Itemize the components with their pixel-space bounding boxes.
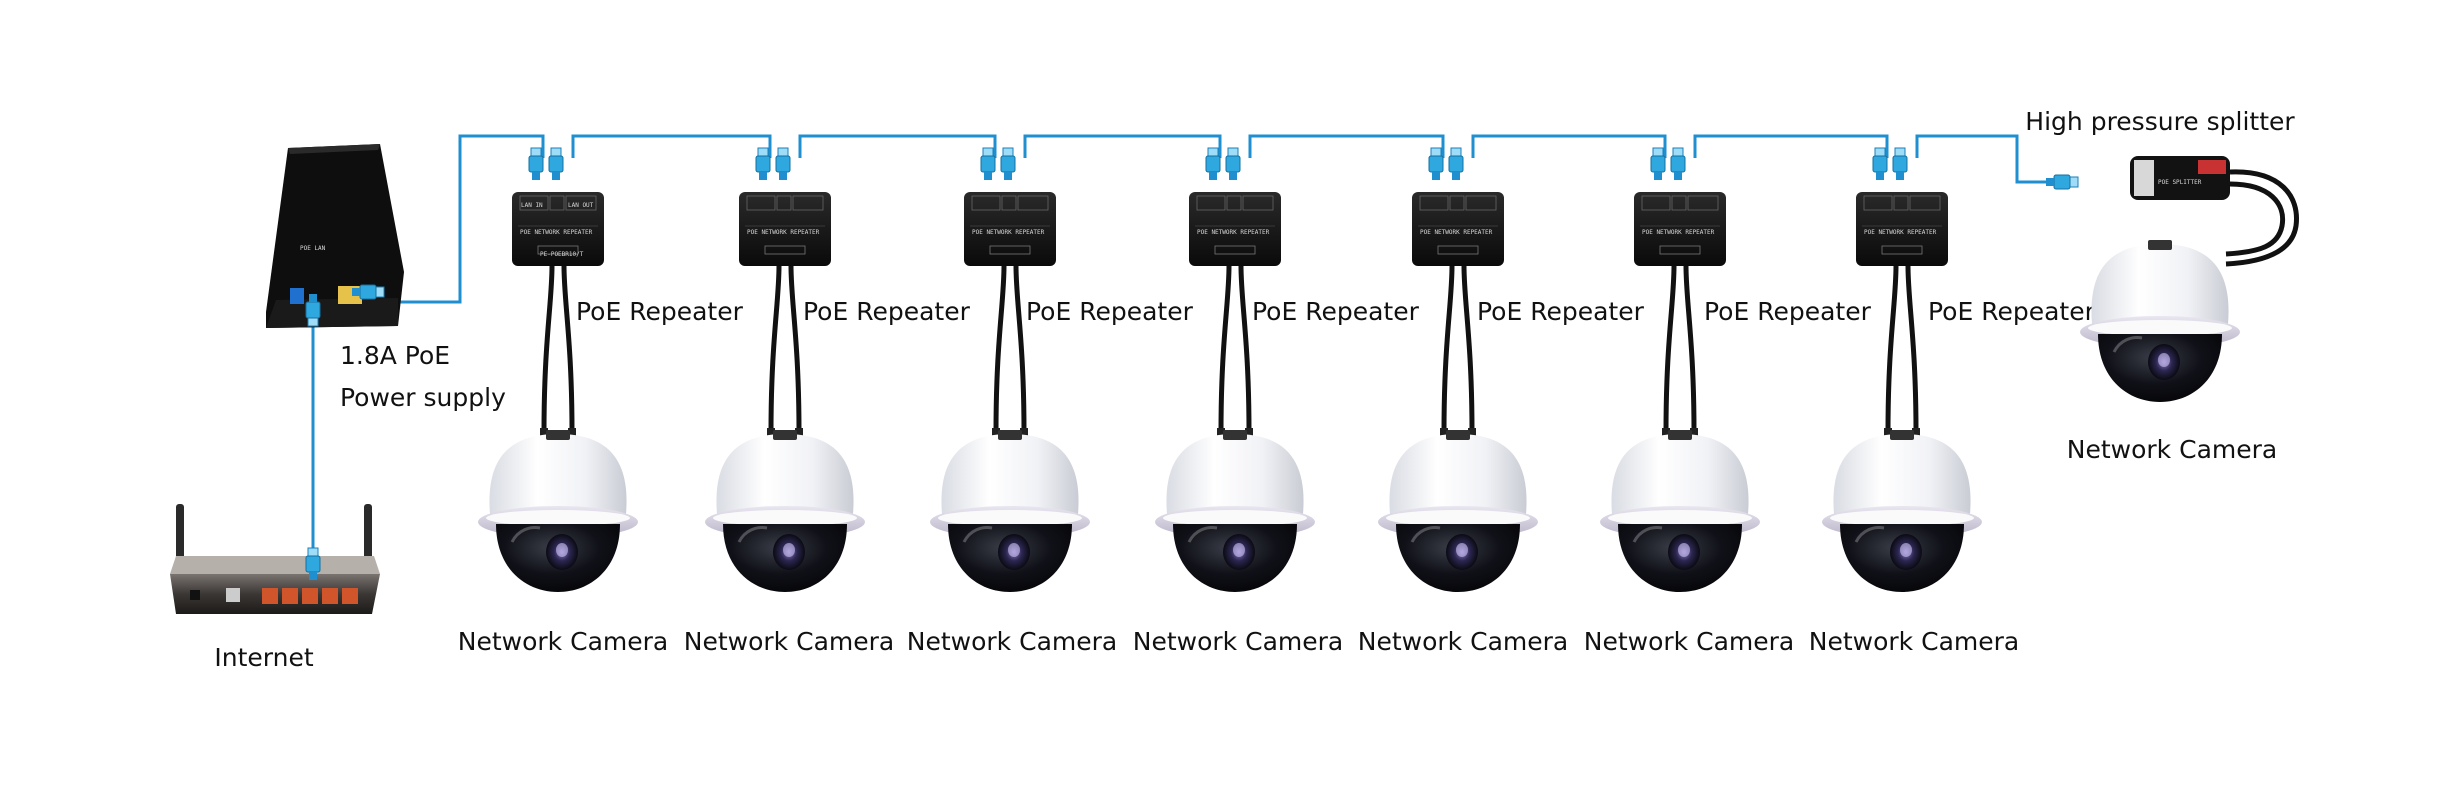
network-camera-end-label: Network Camera <box>2067 435 2277 464</box>
repeater-port-in-text: LAN IN <box>521 202 543 209</box>
network-camera-label: Network Camera <box>1584 627 1794 656</box>
network-camera-1 <box>476 428 640 594</box>
splitter-label: High pressure splitter <box>2025 107 2295 136</box>
splitter-device-text: POE SPLITTER <box>2158 179 2202 186</box>
repeater-label: PoE Repeater <box>1704 297 1872 326</box>
network-camera-label: Network Camera <box>1809 627 2019 656</box>
network-camera-7 <box>1820 428 1984 594</box>
poe-power-supply: POE LAN <box>266 144 404 328</box>
repeater-label: PoE Repeater <box>803 297 971 326</box>
repeater-label: PoE Repeater <box>1026 297 1194 326</box>
network-camera-label: Network Camera <box>684 627 894 656</box>
repeater-4 <box>1189 148 1281 442</box>
repeater-device-text: POE NETWORK REPEATER <box>1864 229 1937 236</box>
repeater-device-text: POE NETWORK REPEATER <box>1420 229 1493 236</box>
repeater-label: PoE Repeater <box>1252 297 1420 326</box>
network-camera-4 <box>1153 428 1317 594</box>
high-pressure-splitter: POE SPLITTER <box>2045 156 2299 267</box>
repeater-port-out-text: LAN OUT <box>568 202 594 209</box>
repeater-6 <box>1634 148 1726 442</box>
network-cable <box>311 134 2058 548</box>
network-camera-end <box>2078 238 2242 404</box>
network-camera-2 <box>703 428 867 594</box>
svg-text:POE LAN: POE LAN <box>300 245 326 252</box>
network-camera-label: Network Camera <box>907 627 1117 656</box>
repeater-7 <box>1856 148 1948 442</box>
power-supply-label-line2: Power supply <box>340 383 506 412</box>
repeater-device-text: POE NETWORK REPEATER <box>1197 229 1270 236</box>
network-camera-label: Network Camera <box>1133 627 1343 656</box>
repeater-1 <box>512 148 604 442</box>
repeater-5 <box>1412 148 1504 442</box>
repeater-3 <box>964 148 1056 442</box>
repeater-label: PoE Repeater <box>1928 297 2096 326</box>
repeater-label: PoE Repeater <box>576 297 744 326</box>
router <box>170 504 380 614</box>
network-camera-5 <box>1376 428 1540 594</box>
network-camera-3 <box>928 428 1092 594</box>
repeater-device-text: POE NETWORK REPEATER <box>747 229 820 236</box>
network-camera-label: Network Camera <box>458 627 668 656</box>
network-camera-label: Network Camera <box>1358 627 1568 656</box>
repeater-label: PoE Repeater <box>1477 297 1645 326</box>
repeater-2 <box>739 148 831 442</box>
repeater-model-text: PE-POEBR10/T <box>540 251 584 258</box>
network-camera-6 <box>1598 428 1762 594</box>
repeater-device-text: POE NETWORK REPEATER <box>1642 229 1715 236</box>
power-supply-label-line1: 1.8A PoE <box>340 341 450 370</box>
repeater-device-text: POE NETWORK REPEATER <box>972 229 1045 236</box>
repeater-device-text: POE NETWORK REPEATER <box>520 229 593 236</box>
router-label: Internet <box>214 643 313 672</box>
